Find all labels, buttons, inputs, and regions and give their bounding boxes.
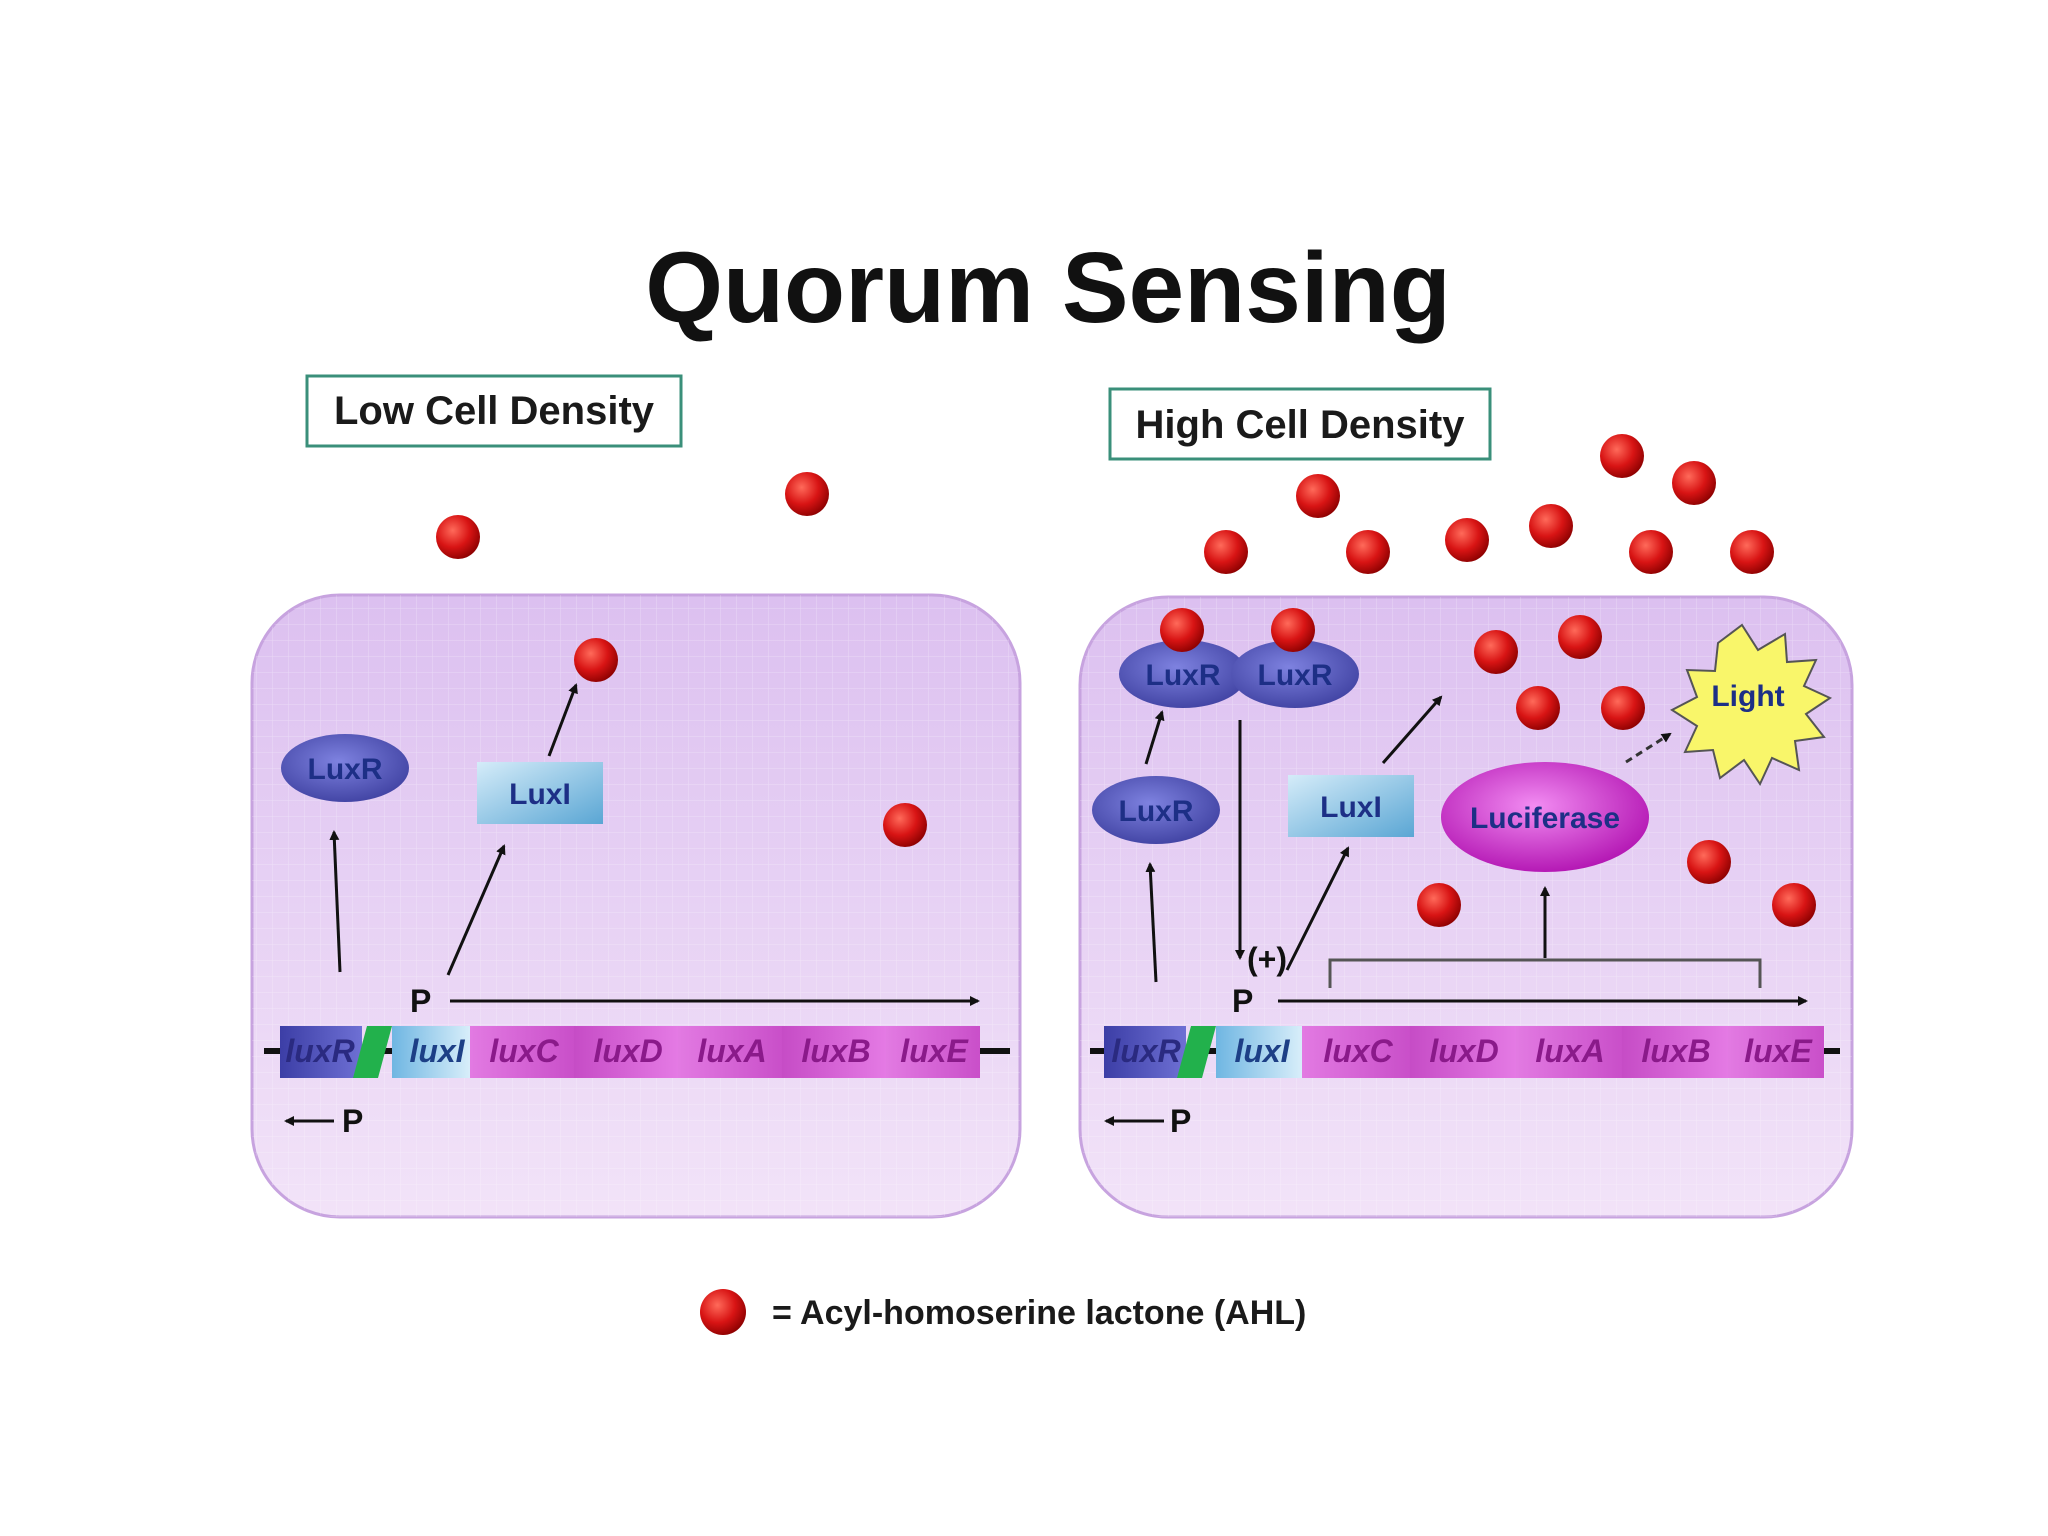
gene-luxa: [1516, 1026, 1622, 1078]
ahl-molecule: [1600, 434, 1644, 478]
luxr-expression-arrow: [329, 830, 342, 973]
ahl-molecule: [883, 803, 927, 847]
high-density-panel: High Cell Density LuxR LuxR LuxR LuxI Lu…: [1078, 387, 1854, 1219]
operon-bracket: [1328, 958, 1762, 988]
ahl-molecule: [1687, 840, 1731, 884]
gene-luxi: [392, 1026, 470, 1078]
luxi-expression-arrow: [1285, 846, 1350, 971]
luxi-label: LuxI: [509, 778, 571, 811]
luxi-expression-arrow: [446, 844, 506, 976]
gene-luxr-label: luxR: [1111, 1033, 1180, 1069]
ahl-release-arrow: [547, 683, 578, 757]
luxr-binding-arrow: [1144, 710, 1165, 765]
luxr-bound-protein: [1119, 640, 1247, 708]
lux-operon: luxR luxI luxC luxD luxA luxB luxE: [1090, 1026, 1840, 1078]
ahl-molecule-icon: [700, 1289, 746, 1335]
ahl-molecule: [1672, 461, 1716, 505]
gene-luxa: [678, 1026, 782, 1078]
gene-luxb: [782, 1026, 886, 1078]
ahl-molecule: [785, 472, 829, 516]
intergenic-spacer: [1177, 1026, 1216, 1078]
gene-luxe-label: luxE: [900, 1033, 969, 1069]
luciferase-enzyme: [1441, 762, 1649, 872]
luxr-bound-label: LuxR: [1146, 659, 1221, 692]
gene-luxe: [1728, 1026, 1824, 1078]
ahl-molecule: [1445, 518, 1489, 562]
light-emission-arrow: [1625, 732, 1672, 764]
light-burst-icon: [1670, 623, 1833, 787]
luxr-bound-label: LuxR: [1258, 659, 1333, 692]
ahl-molecule: [1346, 530, 1390, 574]
gene-luxe-label: luxE: [1744, 1033, 1813, 1069]
gene-luxd-label: luxD: [593, 1033, 662, 1069]
ahl-molecule: [436, 515, 480, 559]
gene-luxr: [280, 1026, 362, 1078]
high-density-label: High Cell Density: [1136, 403, 1466, 447]
gene-luxc-label: luxC: [489, 1033, 559, 1069]
gene-luxc: [1302, 1026, 1410, 1078]
gene-luxi-label: luxI: [409, 1033, 465, 1069]
legend-label: = Acyl-homoserine lactone (AHL): [772, 1294, 1306, 1332]
gene-luxi: [1216, 1026, 1302, 1078]
intergenic-spacer: [353, 1026, 392, 1078]
diagram-title: Quorum Sensing: [645, 232, 1451, 344]
reverse-promoter-label: P: [1170, 1103, 1191, 1139]
forward-promoter-label: P: [410, 983, 431, 1019]
luxi-protein: [477, 762, 603, 824]
gene-luxe: [886, 1026, 980, 1078]
ahl-release-arrow: [1381, 695, 1443, 764]
ahl-molecule: [1271, 608, 1315, 652]
low-density-label: Low Cell Density: [334, 389, 655, 433]
gene-luxi-label: luxI: [1234, 1033, 1290, 1069]
gene-luxc-label: luxC: [1323, 1033, 1393, 1069]
low-density-label-box: [305, 374, 683, 448]
ahl-molecule: [1772, 883, 1816, 927]
high-density-label-box: [1108, 387, 1492, 461]
ahl-molecule: [574, 638, 618, 682]
luxi-label: LuxI: [1320, 791, 1382, 824]
luxr-protein: [1092, 776, 1220, 844]
ahl-molecule: [1296, 474, 1340, 518]
ahl-molecule: [1730, 530, 1774, 574]
low-density-panel: Low Cell Density LuxR LuxI P P luxR: [250, 374, 1022, 1219]
luxr-label: LuxR: [308, 753, 383, 786]
forward-promoter-label: P: [1232, 983, 1253, 1019]
gene-luxa-label: luxA: [1535, 1033, 1604, 1069]
ahl-molecule: [1529, 504, 1573, 548]
gene-luxc: [470, 1026, 574, 1078]
gene-luxr-label: luxR: [285, 1033, 354, 1069]
gene-luxa-label: luxA: [697, 1033, 766, 1069]
luciferase-label: Luciferase: [1470, 802, 1620, 835]
luxr-protein: [281, 734, 409, 802]
gene-luxb-label: luxB: [801, 1033, 870, 1069]
reverse-promoter-label: P: [342, 1103, 363, 1139]
ahl-molecule: [1558, 615, 1602, 659]
ahl-molecule: [1417, 883, 1461, 927]
gene-luxr: [1104, 1026, 1186, 1078]
ahl-molecule: [1629, 530, 1673, 574]
gene-luxd-label: luxD: [1429, 1033, 1498, 1069]
gene-luxd: [1410, 1026, 1516, 1078]
light-label: Light: [1711, 680, 1784, 713]
ahl-molecule: [1474, 630, 1518, 674]
gene-luxd: [574, 1026, 678, 1078]
luxr-label: LuxR: [1119, 795, 1194, 828]
luxr-bound-protein: [1231, 640, 1359, 708]
legend: = Acyl-homoserine lactone (AHL): [700, 1289, 1306, 1335]
ahl-molecule: [1160, 608, 1204, 652]
luxr-expression-arrow: [1145, 862, 1158, 983]
ahl-molecule: [1204, 530, 1248, 574]
lux-operon: luxR luxI luxC luxD luxA luxB luxE: [264, 1026, 1010, 1078]
ahl-molecule: [1601, 686, 1645, 730]
activation-label: (+): [1247, 941, 1287, 977]
gene-luxb-label: luxB: [1641, 1033, 1710, 1069]
gene-luxb: [1622, 1026, 1728, 1078]
luxi-protein: [1288, 775, 1414, 837]
ahl-molecule: [1516, 686, 1560, 730]
